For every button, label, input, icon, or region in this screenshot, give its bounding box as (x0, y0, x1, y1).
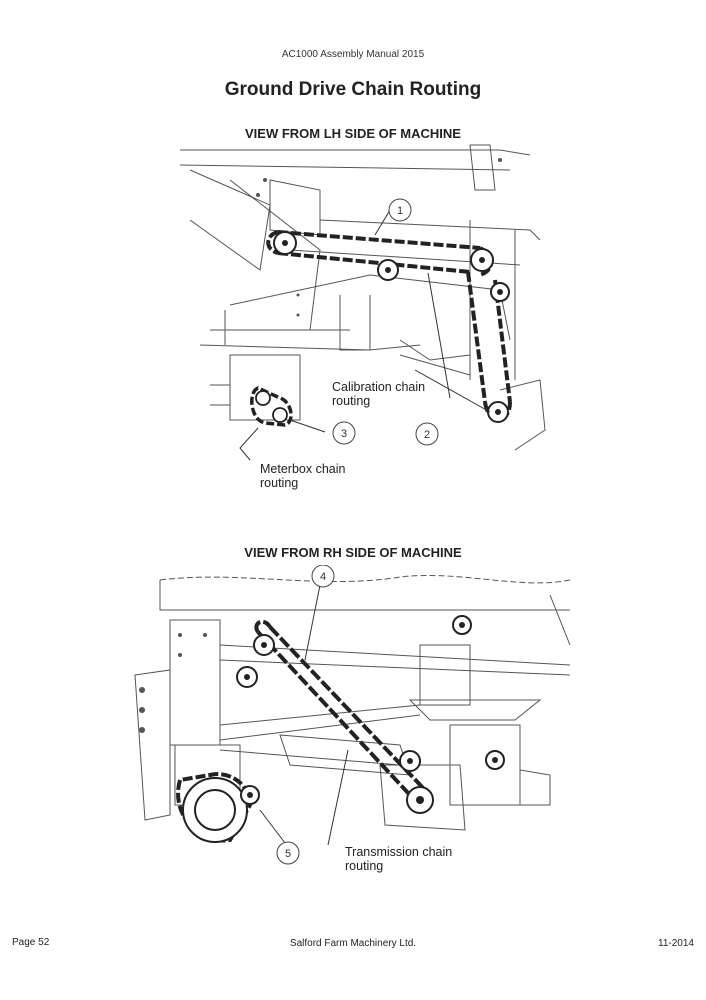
lh-side-drawing: 1 2 3 Calibration chain routing Meterbox… (179, 144, 546, 490)
calibration-label-line1: Calibration chain (332, 380, 425, 394)
meterbox-label-line1: Meterbox chain (260, 462, 346, 476)
callout-2: 2 (424, 429, 430, 441)
lower-right-bracket (499, 379, 546, 451)
callout-1-balloon (388, 198, 412, 222)
frame-top-edge (180, 149, 531, 156)
callout-4-balloon (311, 565, 335, 588)
rh-side-drawing: 4 5 Transmission chain routing (134, 565, 571, 873)
frame-beam (159, 580, 570, 611)
bracket-plate (269, 179, 321, 236)
callout-4: 4 (320, 571, 326, 583)
left-bracket (134, 669, 171, 821)
callout-5: 5 (285, 848, 291, 860)
transmission-label-line1: Transmission chain (345, 845, 452, 859)
page-title: Ground Drive Chain Routing (224, 79, 482, 100)
page-header: AC1000 Assembly Manual 2015 (281, 49, 425, 60)
callout-3-balloon (332, 421, 356, 445)
callout-3: 3 (341, 428, 347, 440)
company-name: Salford Farm Machinery Ltd. (289, 938, 417, 949)
callout-2-balloon (415, 422, 439, 446)
callout-1: 1 (397, 205, 403, 217)
revision-date: 11-2014 (658, 938, 694, 949)
page-number: Page 52 (12, 937, 50, 948)
frame-diagonal (189, 169, 271, 271)
callout-5-balloon (276, 841, 300, 865)
lh-view-title: VIEW FROM LH SIDE OF MACHINE (245, 126, 461, 141)
meterbox-housing (229, 354, 301, 421)
transmission-label-line2: routing (345, 859, 383, 873)
rh-view-title: VIEW FROM RH SIDE OF MACHINE (244, 545, 462, 560)
calibration-label-line2: routing (332, 394, 370, 408)
meterbox-label-line2: routing (260, 476, 298, 490)
hopper-mount (419, 644, 471, 706)
side-plate (169, 619, 221, 746)
frame-break-line (159, 574, 571, 584)
hopper-funnel (408, 699, 542, 721)
